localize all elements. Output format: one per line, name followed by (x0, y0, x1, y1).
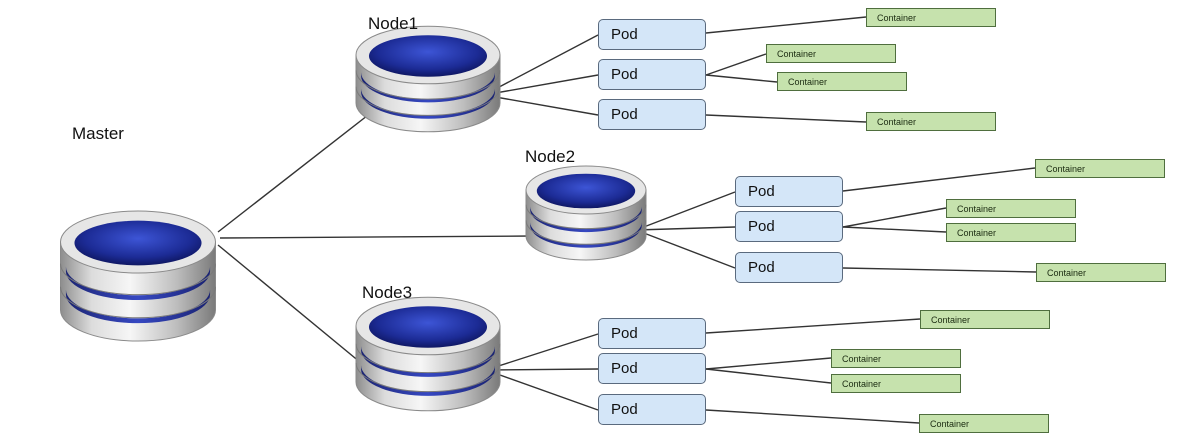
node3-pod3-container-1[interactable]: Container (919, 414, 1049, 433)
node2-pod1-container-1[interactable]: Container (1035, 159, 1165, 178)
node1-pod-3[interactable]: Pod (598, 99, 706, 130)
node2-pod-3[interactable]: Pod (735, 252, 843, 283)
master-database-icon-shape (60, 210, 216, 342)
node1-pod3-container-1[interactable]: Container (866, 112, 996, 131)
node1-pod2-container-2[interactable]: Container (777, 72, 907, 91)
master-label: Master (72, 124, 124, 143)
link-n1p1-c1 (705, 16, 867, 34)
link-n1p2-c2 (705, 74, 778, 83)
node3-pod-2[interactable]: Pod (598, 353, 706, 384)
node2-pod2-container-1[interactable]: Container (946, 199, 1076, 218)
link-n3p2-c1 (705, 357, 832, 370)
node1-pod2-container-1[interactable]: Container (766, 44, 896, 63)
link-node2-pod1 (635, 191, 736, 231)
link-master-node3 (217, 244, 373, 373)
link-n2p3-c1 (842, 267, 1037, 273)
node2-pod-1[interactable]: Pod (735, 176, 843, 207)
link-node1-pod2 (483, 74, 599, 96)
link-n2p1-c1 (842, 167, 1036, 192)
node1-pod1-container-1[interactable]: Container (866, 8, 996, 27)
link-n1p3-c1 (705, 114, 867, 123)
node1-pod-1[interactable]: Pod (598, 19, 706, 50)
link-n3p2-c2 (705, 368, 832, 384)
node2-pod3-container-1[interactable]: Container (1036, 263, 1166, 282)
link-master-node1 (217, 111, 373, 233)
link-node3-pod3 (485, 369, 599, 411)
node3-database-icon-shape (355, 296, 501, 412)
node1-pod-2[interactable]: Pod (598, 59, 706, 90)
link-n3p1-c1 (705, 318, 921, 334)
link-node2-pod2 (635, 226, 736, 231)
node2-pod-2[interactable]: Pod (735, 211, 843, 242)
link-node1-pod3 (483, 94, 599, 116)
node1-label: Node1 (368, 14, 419, 33)
node3-pod2-container-2[interactable]: Container (831, 374, 961, 393)
node3-pod1-container-1[interactable]: Container (920, 310, 1050, 329)
link-node1-pod1 (483, 34, 599, 96)
link-n2p2-c2 (842, 226, 947, 233)
node3-pod-1[interactable]: Pod (598, 318, 706, 349)
node1-database-icon-shape (355, 25, 501, 133)
node3-label: Node3 (362, 283, 413, 302)
link-n2p2-c1 (842, 207, 947, 228)
link-n1p2-c1 (705, 53, 767, 76)
link-node3-pod2 (485, 368, 599, 371)
link-node3-pod1 (485, 333, 599, 371)
node3-pod-3[interactable]: Pod (598, 394, 706, 425)
node2-pod2-container-2[interactable]: Container (946, 223, 1076, 242)
node3-pod2-container-1[interactable]: Container (831, 349, 961, 368)
link-n3p3-c1 (705, 409, 920, 424)
link-master-node2 (219, 235, 534, 239)
node2-label: Node2 (525, 147, 576, 166)
link-node2-pod3 (635, 229, 736, 269)
node2-database-icon-shape (525, 165, 647, 261)
